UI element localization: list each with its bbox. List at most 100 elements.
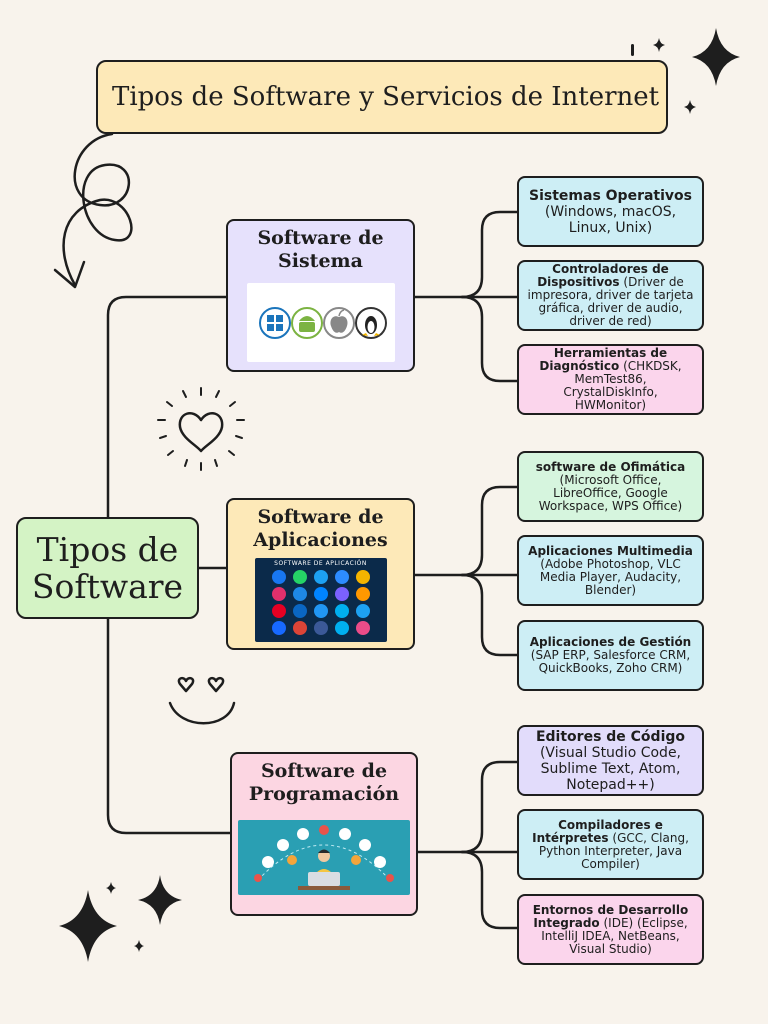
app-icon (334, 587, 349, 601)
app-icons-image: SOFTWARE DE APLICACIÓN (254, 558, 387, 642)
leaf-text: (Adobe Photoshop, VLC Media Player, Auda… (539, 556, 682, 597)
leaf-content: Sistemas Operativos (Windows, macOS, Lin… (527, 188, 694, 236)
leaf-label: software de Ofimática (535, 459, 686, 474)
root-line1: Tipos de (36, 530, 179, 569)
app-icon (271, 570, 286, 584)
windows-logo-icon (258, 307, 291, 339)
category-title-line: Software de (257, 506, 384, 528)
leaf-content: software de Ofimática (Microsoft Office,… (527, 459, 694, 513)
category-programming: Software de Programación (230, 752, 418, 916)
leaf-label: Sistemas Operativos (529, 187, 692, 204)
leaf-text: (SAP ERP, Salesforce CRM, QuickBooks, Zo… (530, 648, 691, 675)
app-icon (355, 604, 370, 618)
heart-icon (178, 412, 224, 453)
app-icons-caption: SOFTWARE DE APLICACIÓN (274, 560, 367, 567)
apps-branch (413, 485, 520, 577)
apple-logo-icon (322, 307, 355, 339)
leaf-label: Compiladores e Intérpretes (532, 817, 663, 845)
leaf-label: Controladores de Dispositivos (537, 262, 669, 289)
app-icon (334, 621, 349, 635)
app-icon (313, 570, 328, 584)
page-title: Tipos de Software y Servicios de Interne… (96, 60, 668, 134)
heart-rays (157, 387, 245, 471)
app-icon (355, 570, 370, 584)
sparkle-icon (138, 875, 182, 925)
category-title-line: Software de (260, 760, 388, 782)
page-title-text: Tipos de Software y Servicios de Interne… (112, 82, 660, 112)
leaf-multimedia: Aplicaciones Multimedia (Adobe Photoshop… (517, 535, 704, 606)
sparkle-icon (684, 100, 696, 114)
os-logos-image (246, 283, 395, 362)
leaf-compiladores: Compiladores e Intérpretes (GCC, Clang, … (517, 809, 704, 880)
sparkle-icon (106, 882, 116, 894)
leaf-label: Entornos de Desarrollo Integrado (532, 902, 689, 930)
programmer-image (238, 820, 410, 895)
tech-bubble-icon (287, 855, 361, 865)
leaf-editores: Editores de Código (Visual Studio Code, … (517, 725, 704, 796)
leaf-content: Herramientas de Diagnóstico (CHKDSK, Mem… (527, 347, 694, 412)
leaf-ofimatica: software de Ofimática (Microsoft Office,… (517, 451, 704, 522)
leaf-content: Editores de Código (Visual Studio Code, … (527, 729, 694, 793)
app-icon (313, 621, 328, 635)
android-logo-icon (290, 307, 323, 339)
app-icon (271, 604, 286, 618)
curly-arrow-icon (53, 132, 133, 289)
programmer-icon (298, 849, 350, 890)
app-icon (334, 604, 349, 618)
leaf-label: Editores de Código (535, 728, 686, 745)
leaf-content: Compiladores e Intérpretes (GCC, Clang, … (527, 817, 694, 871)
app-icon (355, 621, 370, 635)
category-system-title: Software de Sistema (257, 227, 383, 273)
sparkle-icon (631, 44, 634, 56)
app-icon (271, 587, 286, 601)
leaf-controladores: Controladores de Dispositivos (Driver de… (517, 260, 704, 331)
sparkle-icon (134, 940, 144, 952)
leaf-label: Herramientas de Diagnóstico (539, 346, 668, 373)
sparkle-icon (653, 38, 665, 52)
sparkle-icon (59, 890, 117, 962)
app-icon (271, 621, 286, 635)
leaf-content: Controladores de Dispositivos (Driver de… (527, 263, 694, 328)
leaf-text: (Visual Studio Code, Sublime Text, Atom,… (539, 744, 682, 793)
app-icon (292, 621, 307, 635)
root-line2: Software (31, 567, 184, 606)
leaf-sistemas-operativos: Sistemas Operativos (Windows, macOS, Lin… (517, 176, 704, 247)
app-icon (334, 570, 349, 584)
category-apps-title: Software de Aplicaciones (253, 506, 387, 552)
tech-bubble-icon (262, 828, 386, 868)
leaf-text: (Driver de impresora, driver de tarjeta … (527, 275, 694, 328)
leaf-text: (Windows, macOS, Linux, Unix) (544, 203, 677, 236)
category-title-line: Programación (248, 783, 400, 805)
leaf-label: Aplicaciones de Gestión (529, 635, 692, 649)
leaf-gestion: Aplicaciones de Gestión (SAP ERP, Salesf… (517, 620, 704, 691)
leaf-content: Entornos de Desarrollo Integrado (IDE) (… (527, 902, 694, 956)
programming-branch (416, 760, 520, 854)
tech-bubble-icon (254, 825, 394, 882)
leaf-herramientas: Herramientas de Diagnóstico (CHKDSK, Mem… (517, 344, 704, 415)
root-node: Tipos de Software (16, 517, 199, 619)
leaf-text: (Microsoft Office, LibreOffice, Google W… (538, 472, 683, 513)
leaf-content: Aplicaciones de Gestión (SAP ERP, Salesf… (527, 636, 694, 675)
category-programming-title: Software de Programación (249, 760, 399, 806)
leaf-text: (CHKDSK, MemTest86, CrystalDiskInfo, HWM… (563, 359, 682, 412)
system-branch (413, 210, 520, 299)
sparkle-icon (692, 28, 740, 86)
app-icon (313, 604, 328, 618)
leaf-content: Aplicaciones Multimedia (Adobe Photoshop… (527, 543, 694, 597)
linux-logo-icon (354, 307, 387, 339)
category-title-line: Software de (257, 227, 384, 249)
smiley-icon (168, 676, 236, 725)
app-icon (355, 587, 370, 601)
leaf-text: (GCC, Clang, Python Interpreter, Java Co… (538, 830, 689, 871)
category-title-line: Sistema (278, 250, 363, 272)
app-icon (292, 570, 307, 584)
leaf-label: Aplicaciones Multimedia (528, 543, 693, 558)
app-icon (292, 587, 307, 601)
category-system: Software de Sistema (226, 219, 415, 372)
leaf-ide: Entornos de Desarrollo Integrado (IDE) (… (517, 894, 704, 965)
leaf-text: (IDE) (Eclipse, IntelliJ IDEA, NetBeans,… (541, 915, 688, 956)
category-title-line: Aplicaciones (253, 529, 388, 551)
category-apps: Software de Aplicaciones SOFTWARE DE APL… (226, 498, 415, 650)
app-icon (292, 604, 307, 618)
